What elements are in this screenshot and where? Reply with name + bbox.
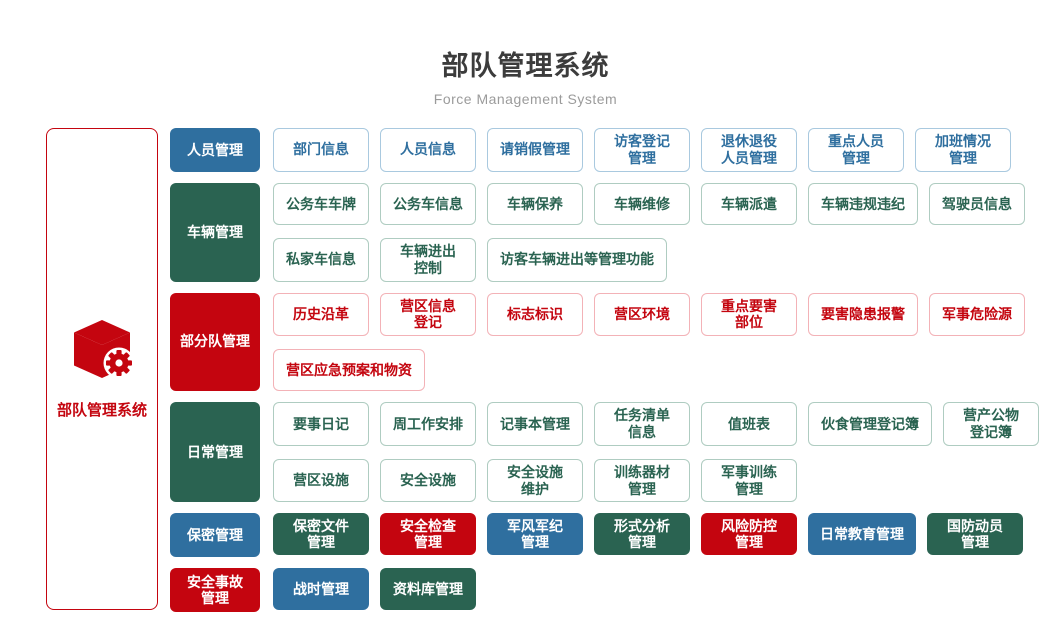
item-box[interactable]: 安全设施 (380, 458, 476, 503)
item-box[interactable]: 营区应急预案和物资 (273, 349, 425, 392)
item-box[interactable]: 驾驶员信息 (929, 183, 1025, 225)
item-box[interactable]: 车辆派遣 (701, 183, 797, 225)
item-box[interactable]: 军风军纪 管理 (487, 513, 583, 556)
item-box[interactable]: 营区信息 登记 (380, 292, 476, 337)
page-subtitle: Force Management System (433, 91, 618, 107)
cube-gear-icon (66, 318, 138, 385)
item-box[interactable]: 退休退役 人员管理 (701, 128, 797, 172)
module-line: 部门信息人员信息请销假管理访客登记 管理退休退役 人员管理重点人员 管理加班情况… (273, 128, 1011, 172)
module-row: 安全事故 管理战时管理资料库管理 (170, 568, 1039, 613)
item-box[interactable]: 周工作安排 (380, 402, 476, 446)
item-box[interactable]: 国防动员 管理 (927, 513, 1023, 556)
item-box[interactable]: 任务清单 信息 (594, 402, 690, 446)
module-rows: 人员管理部门信息人员信息请销假管理访客登记 管理退休退役 人员管理重点人员 管理… (170, 128, 1039, 613)
module-line: 历史沿革营区信息 登记标志标识营区环境重点要害 部位要害隐患报警军事危险源 (273, 292, 1025, 337)
module-lines: 战时管理资料库管理 (273, 568, 476, 611)
module-line: 营区设施安全设施安全设施 维护训练器材 管理军事训练 管理 (273, 458, 1039, 503)
page-header: 部队管理系统 Force Management System (0, 44, 1051, 107)
item-box[interactable]: 营区设施 (273, 458, 369, 503)
module-line: 私家车信息车辆进出 控制访客车辆进出等管理功能 (273, 238, 1025, 282)
item-box[interactable]: 标志标识 (487, 292, 583, 337)
module-row: 部分队管理历史沿革营区信息 登记标志标识营区环境重点要害 部位要害隐患报警军事危… (170, 292, 1039, 392)
category-box[interactable]: 人员管理 (170, 128, 260, 172)
item-box[interactable]: 资料库管理 (380, 568, 476, 611)
item-box[interactable]: 加班情况 管理 (915, 128, 1011, 172)
item-box[interactable]: 日常教育管理 (808, 513, 916, 556)
page-title: 部队管理系统 (441, 51, 610, 81)
item-box[interactable]: 安全检查 管理 (380, 513, 476, 556)
category-box[interactable]: 日常管理 (170, 402, 260, 503)
item-box[interactable]: 记事本管理 (487, 402, 583, 446)
module-line: 营区应急预案和物资 (273, 349, 1025, 392)
item-box[interactable]: 车辆违规违纪 (808, 183, 918, 225)
item-box[interactable]: 重点要害 部位 (701, 292, 797, 337)
item-box[interactable]: 训练器材 管理 (594, 458, 690, 503)
item-box[interactable]: 访客登记 管理 (594, 128, 690, 172)
item-box[interactable]: 车辆维修 (594, 183, 690, 225)
item-box[interactable]: 风险防控 管理 (701, 513, 797, 556)
category-box[interactable]: 安全事故 管理 (170, 568, 260, 613)
module-lines: 要事日记周工作安排记事本管理任务清单 信息值班表伙食管理登记簿营产公物 登记簿营… (273, 402, 1039, 503)
item-box[interactable]: 营区环境 (594, 292, 690, 337)
module-row: 车辆管理公务车车牌公务车信息车辆保养车辆维修车辆派遣车辆违规违纪驾驶员信息私家车… (170, 183, 1039, 282)
item-box[interactable]: 值班表 (701, 402, 797, 446)
item-box[interactable]: 历史沿革 (273, 292, 369, 337)
item-box[interactable]: 安全设施 维护 (487, 458, 583, 503)
module-row: 保密管理保密文件 管理安全检查 管理军风军纪 管理形式分析 管理风险防控 管理日… (170, 513, 1039, 558)
item-box[interactable]: 要害隐患报警 (808, 292, 918, 337)
item-box[interactable]: 伙食管理登记簿 (808, 402, 932, 446)
item-box[interactable]: 请销假管理 (487, 128, 583, 172)
item-box[interactable]: 保密文件 管理 (273, 513, 369, 556)
module-line: 公务车车牌公务车信息车辆保养车辆维修车辆派遣车辆违规违纪驾驶员信息 (273, 183, 1025, 225)
item-box[interactable]: 公务车信息 (380, 183, 476, 225)
item-box[interactable]: 公务车车牌 (273, 183, 369, 225)
item-box[interactable]: 形式分析 管理 (594, 513, 690, 556)
item-box[interactable]: 营产公物 登记簿 (943, 402, 1039, 446)
item-box[interactable]: 要事日记 (273, 402, 369, 446)
module-line: 战时管理资料库管理 (273, 568, 476, 611)
module-row: 日常管理要事日记周工作安排记事本管理任务清单 信息值班表伙食管理登记簿营产公物 … (170, 402, 1039, 503)
root-node-label: 部队管理系统 (56, 402, 147, 419)
module-line: 要事日记周工作安排记事本管理任务清单 信息值班表伙食管理登记簿营产公物 登记簿 (273, 402, 1039, 446)
item-box[interactable]: 军事危险源 (929, 292, 1025, 337)
module-row: 人员管理部门信息人员信息请销假管理访客登记 管理退休退役 人员管理重点人员 管理… (170, 128, 1039, 172)
item-box[interactable]: 重点人员 管理 (808, 128, 904, 172)
module-lines: 部门信息人员信息请销假管理访客登记 管理退休退役 人员管理重点人员 管理加班情况… (273, 128, 1011, 172)
module-line: 保密文件 管理安全检查 管理军风军纪 管理形式分析 管理风险防控 管理日常教育管… (273, 513, 1023, 556)
root-node[interactable]: 部队管理系统 (46, 128, 158, 610)
item-box[interactable]: 人员信息 (380, 128, 476, 172)
module-lines: 公务车车牌公务车信息车辆保养车辆维修车辆派遣车辆违规违纪驾驶员信息私家车信息车辆… (273, 183, 1025, 282)
item-box[interactable]: 车辆进出 控制 (380, 238, 476, 282)
module-lines: 保密文件 管理安全检查 管理军风军纪 管理形式分析 管理风险防控 管理日常教育管… (273, 513, 1023, 556)
item-box[interactable]: 私家车信息 (273, 238, 369, 282)
item-box[interactable]: 部门信息 (273, 128, 369, 172)
item-box[interactable]: 军事训练 管理 (701, 458, 797, 503)
category-box[interactable]: 车辆管理 (170, 183, 260, 282)
item-box[interactable]: 战时管理 (273, 568, 369, 611)
category-box[interactable]: 部分队管理 (170, 292, 260, 392)
item-box[interactable]: 访客车辆进出等管理功能 (487, 238, 667, 282)
module-lines: 历史沿革营区信息 登记标志标识营区环境重点要害 部位要害隐患报警军事危险源营区应… (273, 292, 1025, 392)
category-box[interactable]: 保密管理 (170, 513, 260, 558)
item-box[interactable]: 车辆保养 (487, 183, 583, 225)
